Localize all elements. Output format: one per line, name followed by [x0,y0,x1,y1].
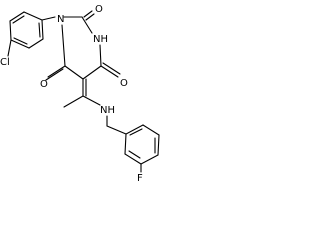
carbonyl-right [100,65,119,78]
oxygen-top-label: O [95,4,103,15]
carbonyl-top-2 [85,13,95,21]
chlorophenyl-ring [9,11,44,49]
n-ring-label: N [57,14,64,25]
c-nh-bond [82,95,101,106]
nh-amine-label: NH [100,105,115,116]
fluorine-label: F [137,173,143,184]
oxygen-left-label: O [40,79,48,90]
phenyl-n-bond [41,16,56,21]
carbonyl-left-2 [45,68,64,81]
molecule-structure-drawing: Cl O NH N O O NH F [0,4,160,184]
c-cl-bond [7,39,12,57]
nh-ring-label: NH [93,34,108,45]
oxygen-right-label: O [120,78,128,89]
carbonyl-top [83,10,93,18]
carbonyl-left [47,65,66,78]
carbonyl-right-2 [102,62,121,75]
chlorine-label: Cl [0,57,10,68]
ch2-aryl-bond [106,125,127,135]
methyl-bond [63,95,84,108]
fluorophenyl-ring [124,124,160,165]
pyrimidinetrione-ring [61,16,102,80]
